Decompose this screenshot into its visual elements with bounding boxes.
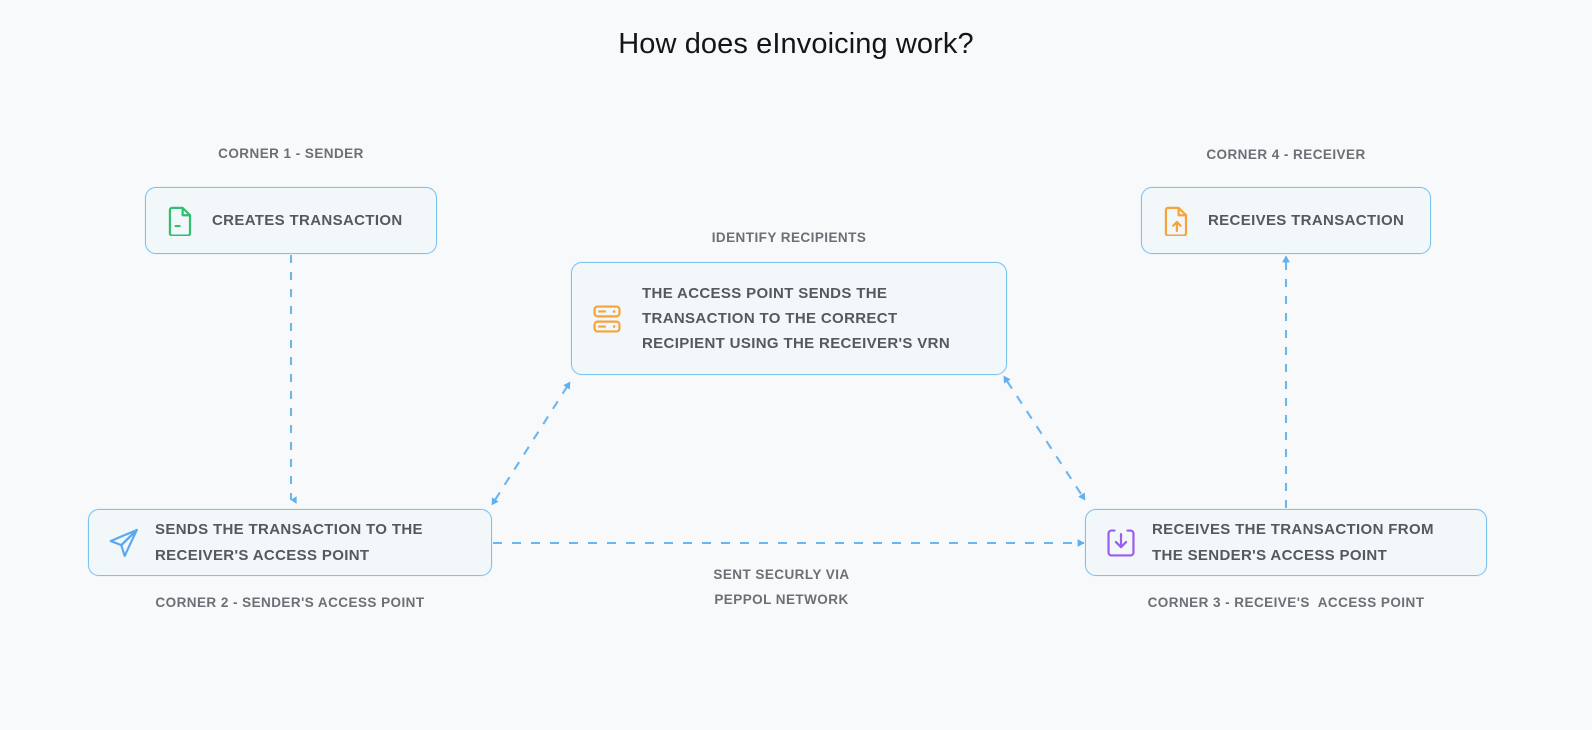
access-point-line-3: RECIPIENT USING THE RECEIVER'S VRN: [642, 335, 951, 352]
node-corner3-receiver-access-point[interactable]: RECEIVES THE TRANSACTION FROM THE SENDER…: [1085, 509, 1487, 576]
caption-access-point: IDENTIFY RECIPIENTS: [711, 230, 867, 245]
corner2-line-2: RECEIVER'S ACCESS POINT: [155, 546, 370, 564]
node-corner2-sender-access-point[interactable]: SENDS THE TRANSACTION TO THE RECEIVER'S …: [88, 509, 492, 576]
node-corner3-label: RECEIVES THE TRANSACTION FROM THE SENDER…: [1152, 517, 1434, 569]
connector-access-point-to-corner3: [1003, 375, 1086, 501]
node-corner1-sender[interactable]: CREATES TRANSACTION: [145, 187, 437, 254]
node-corner1-label: CREATES TRANSACTION: [212, 211, 403, 229]
caption-corner2: CORNER 2 - SENDER'S ACCESS POINT: [155, 595, 425, 610]
connector-corner2-to-access-point: [491, 381, 571, 506]
caption-corner3: CORNER 3 - RECEIVE'S ACCESS POINT: [1147, 595, 1425, 610]
corner2-line-1: SENDS THE TRANSACTION TO THE: [155, 520, 423, 538]
network-note-line2: PEPPOL NETWORK: [714, 592, 849, 607]
corner3-line-2: THE SENDER'S ACCESS POINT: [1152, 546, 1388, 564]
corner3-line-1: RECEIVES THE TRANSACTION FROM: [1152, 520, 1434, 538]
node-access-point[interactable]: THE ACCESS POINT SENDS THE TRANSACTION T…: [571, 262, 1007, 375]
node-corner4-label: RECEIVES TRANSACTION: [1208, 211, 1405, 229]
node-access-point-label: THE ACCESS POINT SENDS THE TRANSACTION T…: [642, 281, 950, 356]
download-icon: [1104, 526, 1138, 560]
node-corner2-label: SENDS THE TRANSACTION TO THE RECEIVER'S …: [155, 517, 423, 569]
network-note: SENT SECURLY VIA PEPPOL NETWORK: [659, 562, 904, 612]
access-point-line-2: TRANSACTION TO THE CORRECT: [642, 310, 898, 327]
network-note-line1: SENT SECURLY VIA: [713, 567, 850, 582]
paper-plane-icon: [107, 526, 141, 560]
page-title: How does eInvoicing work?: [618, 28, 974, 60]
caption-corner1: CORNER 1 - SENDER: [218, 146, 364, 161]
document-upload-icon: [1160, 204, 1194, 238]
server-icon: [590, 302, 624, 336]
caption-corner4: CORNER 4 - RECEIVER: [1206, 147, 1366, 162]
node-corner4-receiver[interactable]: RECEIVES TRANSACTION: [1141, 187, 1431, 254]
access-point-line-1: THE ACCESS POINT SENDS THE: [642, 285, 888, 302]
document-icon: [164, 204, 198, 238]
